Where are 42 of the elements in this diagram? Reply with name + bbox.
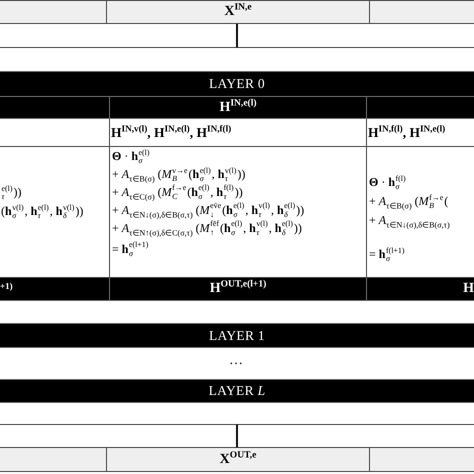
math-fragment: +1) xyxy=(0,281,13,291)
table-cell xyxy=(0,448,107,472)
table-cell xyxy=(366,278,474,301)
table-cell xyxy=(366,97,474,119)
table-cell xyxy=(0,278,110,301)
math-label: X$^{OUT,e}$ xyxy=(220,452,256,468)
layer-band xyxy=(0,379,474,403)
table-cell xyxy=(366,119,474,147)
table-cell xyxy=(238,424,474,448)
formula-line: + A$_{τ∈N↓(σ),δ∈B(σ,τ)}$ xyxy=(369,212,450,230)
table-cell xyxy=(0,119,110,147)
math-label: H$^{OUT,e(l+1)}$ xyxy=(210,281,266,297)
layer-band xyxy=(0,323,474,348)
formula-line: + A$_{τ∈C(σ)}$ (M$^{f→e}$$_{C}$(h$^{e(l)}$$_{σ}$, h$^{f(l)}$$_{τ}$)) xyxy=(112,184,243,202)
table-cell xyxy=(366,147,474,278)
layer-title: LAYER 1 xyxy=(209,328,265,344)
table-cell xyxy=(0,97,110,119)
table-cell xyxy=(369,0,474,24)
formula-line: + A$_{τ∈B(σ)}$ (M$^{f→e}$$_{B}$( xyxy=(369,192,448,211)
table-cell xyxy=(0,424,238,448)
table-cell xyxy=(369,448,474,472)
math-label: X$^{IN,e}$ xyxy=(224,4,252,20)
formula-line: + A$_{τ∈N↑(σ),δ∈C(σ,τ)}$ (M$^{fēf}$$_{↑}$(h$^{e(l)}$$_{σ}$, h$^{v(l)}$$_{τ}$, h$^{e(l)}$$_{δ}$)) xyxy=(112,220,302,238)
table-cell xyxy=(110,97,366,119)
layer-title: LAYER 0 xyxy=(209,76,265,92)
math-label: H$^{IN,e(l)}$ xyxy=(219,100,257,116)
formula-line: + A$_{τ∈N↓(σ),δ∈B(σ,τ)}$ (M$^{ev̄e}$$_{↓}$(h$^{e(l)}$$_{σ}$, h$^{v(l)}$$_{τ}$, h$^{e(l)}$$_{δ}$)) xyxy=(112,202,304,220)
table-cell xyxy=(110,147,366,278)
table-cell xyxy=(0,24,238,48)
table-cell xyxy=(0,0,107,24)
ellipsis: … xyxy=(229,354,245,368)
table-cell xyxy=(0,147,110,278)
formula-line: + A$_{τ∈B(σ)}$ (M$^{v→e}$$_{B}$(h$^{e(l)}$$_{σ}$, h$^{v(l)}$$_{τ}$)) xyxy=(112,166,246,184)
table-cell xyxy=(107,448,369,472)
math-label: H$^{IN,f(l)}$, H$^{IN,e(l)}$ xyxy=(368,124,446,140)
layer-band xyxy=(0,71,474,97)
table-cell xyxy=(107,0,369,24)
math-label: H$^{IN,v(l)}$, H$^{IN,e(l)}$, H$^{IN,f(l)}$ xyxy=(111,124,232,140)
formula-line: (h$^{v(l)}$$_{σ}$, h$^{e(l)}$$_{τ}$, h$^{v(l)}$$_{δ}$)) xyxy=(1,202,84,221)
table-cell xyxy=(110,278,366,301)
layer-title: LAYER L xyxy=(208,383,266,399)
math-fragment: H xyxy=(463,281,474,297)
